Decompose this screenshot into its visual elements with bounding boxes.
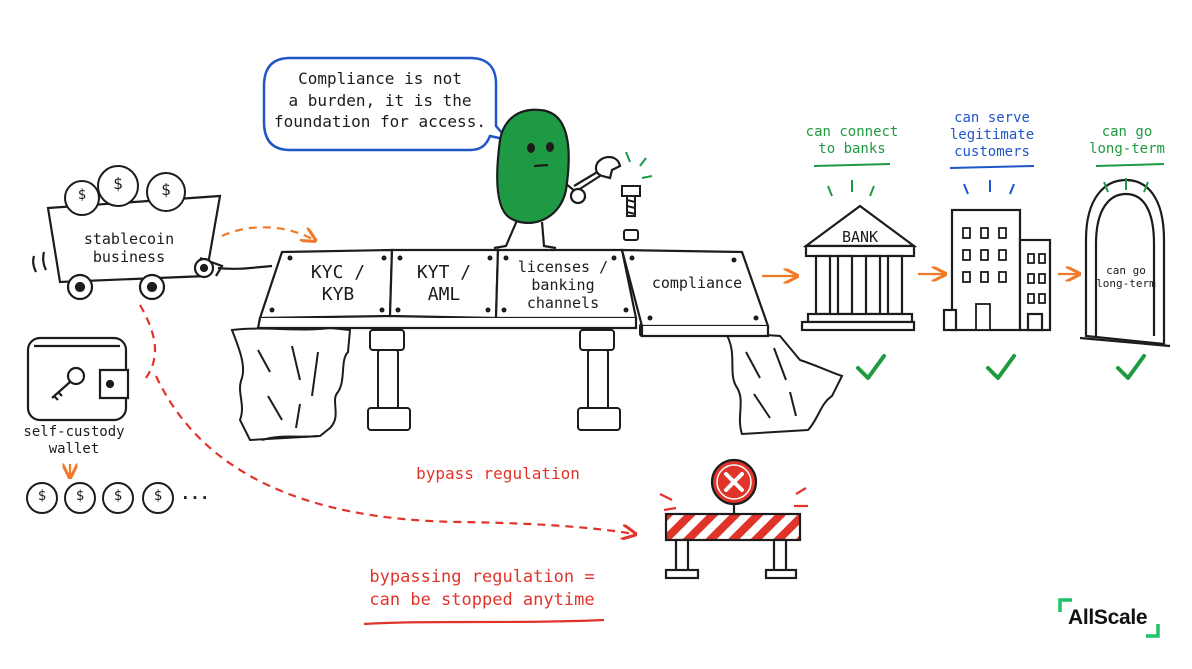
bolt-icon <box>621 185 641 241</box>
cart-label: stablecoin business <box>83 230 175 266</box>
checkmark-icon <box>1116 354 1146 380</box>
x-mark-icon <box>724 472 744 492</box>
flow-arrows <box>70 226 1078 476</box>
coin-icon <box>26 482 58 514</box>
coins-ellipsis: ... <box>180 484 210 503</box>
wallet-label: self-custody wallet <box>23 424 125 457</box>
coin-symbol: $ <box>37 488 47 504</box>
barrier-alert-lines <box>659 487 808 512</box>
benefit-decorations <box>813 163 1165 197</box>
coin-icon <box>146 172 186 212</box>
bypass-label: bypass regulation <box>416 464 580 483</box>
brand-brackets <box>1058 598 1160 638</box>
sparkle-lines-bolt <box>625 151 653 179</box>
checkmark-icon <box>986 354 1016 380</box>
coin-icon <box>102 482 134 514</box>
warning-text: bypassing regulation = can be stopped an… <box>369 567 595 610</box>
long-term-door <box>1079 178 1171 348</box>
bridge-pillars <box>367 323 665 431</box>
coin-symbol: $ <box>153 488 163 504</box>
warning-underline <box>363 618 605 626</box>
arrow-cart-to-bridge <box>221 226 314 240</box>
road-barrier <box>664 458 802 580</box>
coin-symbol: $ <box>77 187 87 203</box>
plank-label-compliance: compliance <box>651 274 743 292</box>
door-sign: can go long-term <box>1096 264 1156 291</box>
bank-building <box>800 204 918 332</box>
mascot-character <box>493 108 622 250</box>
cart-coins <box>64 165 186 216</box>
office-building <box>942 208 1052 332</box>
coin-symbol: $ <box>75 488 85 504</box>
brand-logo: AllScale <box>1052 598 1166 638</box>
checkmarks <box>856 354 1146 380</box>
coin-icon <box>64 482 96 514</box>
bank-sign: BANK <box>841 228 879 246</box>
plank-label-kyc: KYC / KYB <box>310 262 366 305</box>
brand-name: AllScale <box>1068 606 1148 629</box>
coin-symbol: $ <box>113 174 123 193</box>
coin-icon <box>64 180 100 216</box>
speech-bubble-text: Compliance is not a burden, it is the fo… <box>274 69 486 132</box>
wallet-icon <box>26 336 130 422</box>
coin-icon <box>142 482 174 514</box>
coin-icon <box>97 165 139 207</box>
plank-label-kyt: KYT / AML <box>416 262 472 305</box>
wrench-icon <box>569 156 622 205</box>
coin-symbol: $ <box>161 180 171 199</box>
left-cliff <box>230 326 352 442</box>
benefit-long-term: can go long-term <box>1089 124 1165 157</box>
bridge-planks <box>256 248 770 338</box>
plank-rivets <box>269 255 759 321</box>
checkmark-icon <box>856 354 886 380</box>
bypass-path <box>139 304 634 534</box>
wallet-coins <box>26 482 174 514</box>
benefit-serve-customers: can serve legitimate customers <box>949 110 1035 160</box>
key-icon <box>51 366 86 401</box>
benefit-connect-banks: can connect to banks <box>805 124 899 157</box>
right-cliff <box>723 330 844 436</box>
plank-label-licenses: licenses / banking channels <box>517 258 609 312</box>
speech-bubble <box>262 56 512 152</box>
coin-symbol: $ <box>113 488 123 504</box>
